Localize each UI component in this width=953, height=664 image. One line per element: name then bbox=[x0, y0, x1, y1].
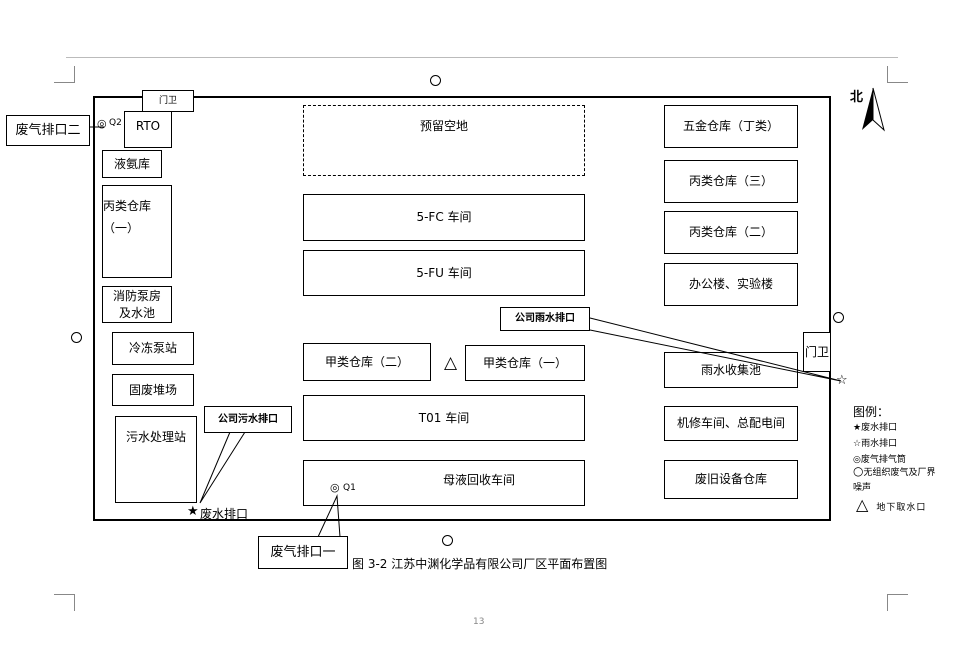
crop-mark-br bbox=[887, 594, 908, 611]
exhaust-stack-q1-icon: ◎ bbox=[330, 481, 340, 494]
legend-title: 图例： bbox=[853, 405, 890, 419]
exhaust-outlet-2-callout: 废气排口二 bbox=[6, 115, 90, 146]
crop-mark-tr bbox=[887, 66, 908, 83]
rainwater-collection-pool: 雨水收集池 bbox=[664, 352, 798, 388]
exhaust-stack-q2-icon: ◎ bbox=[97, 117, 107, 130]
legend-item: ★废水排口 bbox=[853, 423, 898, 433]
fire-pump-room: 消防泵房 及水池 bbox=[102, 286, 172, 323]
wastewater-treatment-station: 污水处理站 bbox=[115, 416, 197, 503]
legend-item: ◎废气排气筒 bbox=[853, 455, 906, 465]
legend-item: ○无组织废气及厂界 bbox=[853, 464, 936, 478]
class-c-warehouse-2: 丙类仓库（二） bbox=[664, 211, 798, 254]
figure-caption: 图 3-2 江苏中渊化学品有限公司厂区平面布置图 bbox=[352, 557, 608, 571]
chiller-pump-station: 冷冻泵站 bbox=[112, 332, 194, 365]
solid-waste-yard: 固废堆场 bbox=[112, 374, 194, 406]
boundary-monitor-top bbox=[430, 75, 441, 86]
q2-label: Q2 bbox=[109, 118, 122, 128]
reserved-land: 预留空地 bbox=[303, 105, 585, 176]
sewage-outlet-callout: 公司污水排口 bbox=[204, 406, 292, 433]
gate-house-2: 门卫 bbox=[803, 332, 831, 372]
office-lab-building: 办公楼、实验楼 bbox=[664, 263, 798, 306]
class-c-warehouse-3: 丙类仓库（三） bbox=[664, 160, 798, 203]
rainwater-outlet-star-icon: ☆ bbox=[836, 373, 848, 388]
hardware-warehouse: 五金仓库（丁类） bbox=[664, 105, 798, 148]
class-a-warehouse-2: 甲类仓库（二） bbox=[303, 343, 431, 381]
legend-item: △地下取水口 bbox=[856, 495, 927, 514]
scrap-equipment-warehouse: 废旧设备仓库 bbox=[664, 460, 798, 499]
groundwater-intake-icon: △ bbox=[444, 353, 458, 373]
boundary-monitor-left bbox=[71, 332, 82, 343]
mother-liquor-recovery-workshop: 母液回收车间 bbox=[303, 460, 585, 506]
workshop-t01: T01 车间 bbox=[303, 395, 585, 441]
rto-unit: RTO bbox=[124, 111, 172, 148]
class-a-warehouse-1: 甲类仓库（一） bbox=[465, 345, 585, 381]
legend-item: ☆雨水排口 bbox=[853, 439, 898, 449]
workshop-5fu: 5-FU 车间 bbox=[303, 250, 585, 296]
north-label: 北 bbox=[850, 90, 864, 105]
repair-workshop-substation: 机修车间、总配电间 bbox=[664, 406, 798, 441]
boundary-monitor-bottom bbox=[442, 535, 453, 546]
header-rule bbox=[66, 57, 898, 58]
wastewater-outlet-star-icon: ★ bbox=[187, 504, 199, 519]
q1-label: Q1 bbox=[343, 483, 356, 493]
boundary-monitor-right bbox=[833, 312, 844, 323]
class-c-warehouse-1: 丙类仓库 （一） bbox=[102, 185, 172, 278]
rainwater-outlet-callout: 公司雨水排口 bbox=[500, 307, 590, 331]
ammonia-store: 液氨库 bbox=[102, 150, 162, 178]
wastewater-outlet-label: 废水排口 bbox=[200, 507, 249, 521]
exhaust-outlet-1-callout: 废气排口一 bbox=[258, 536, 348, 569]
crop-mark-tl bbox=[54, 66, 75, 83]
page-number: 13 bbox=[473, 617, 485, 627]
workshop-5fc: 5-FC 车间 bbox=[303, 194, 585, 241]
legend-item: 噪声 bbox=[853, 483, 872, 493]
north-arrow-icon bbox=[862, 87, 885, 132]
crop-mark-bl bbox=[54, 594, 75, 611]
site-boundary bbox=[93, 96, 831, 521]
